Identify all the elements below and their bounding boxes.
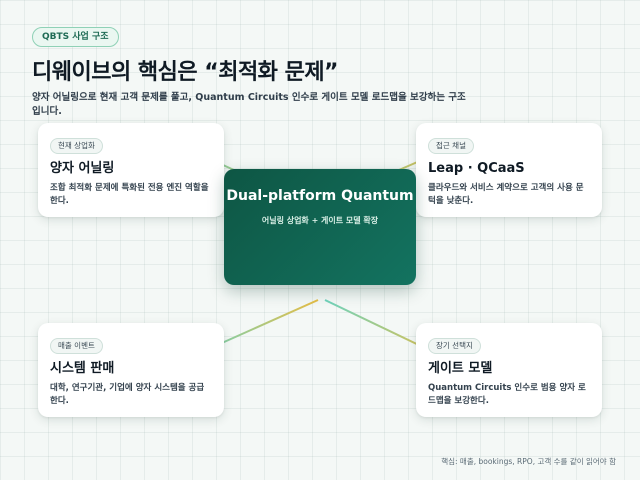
card-tag: 접근 채널 — [428, 138, 474, 154]
center-title: Dual-platform Quantum — [226, 188, 414, 204]
card-description: 대학, 연구기관, 기업에 양자 시스템을 공급한다. — [50, 383, 205, 406]
section-badge: QBTS 사업 구조 — [32, 27, 119, 47]
card-description: Quantum Circuits 인수로 범용 양자 로드맵을 보강한다. — [428, 383, 586, 406]
card-title: 양자 어닐링 — [50, 161, 115, 176]
card-description: 클라우드와 서비스 계약으로 고객의 사용 문턱을 낮춘다. — [428, 183, 584, 206]
center-subtitle: 어닐링 상업화 + 게이트 모델 확장 — [261, 216, 379, 225]
page-title: 디웨이브의 핵심은 “최적화 문제” — [32, 60, 339, 85]
card-system-sales: 매출 이벤트 시스템 판매 대학, 연구기관, 기업에 양자 시스템을 공급한다… — [38, 323, 224, 417]
card-leap-qcaas: 접근 채널 Leap · QCaaS 클라우드와 서비스 계약으로 고객의 사용… — [416, 123, 602, 217]
card-tag: 현재 상업화 — [50, 138, 103, 154]
card-title: 게이트 모델 — [428, 361, 493, 376]
card-description: 조합 최적화 문제에 특화된 전용 엔진 역할을 한다. — [50, 183, 209, 206]
card-gate-model: 장기 선택지 게이트 모델 Quantum Circuits 인수로 범용 양자… — [416, 323, 602, 417]
page-subtitle: 양자 어닐링으로 현재 고객 문제를 풀고, Quantum Circuits … — [32, 92, 466, 117]
card-title: 시스템 판매 — [50, 361, 115, 376]
card-title: Leap · QCaaS — [428, 161, 525, 176]
center-node: Dual-platform Quantum 어닐링 상업화 + 게이트 모델 확… — [224, 169, 416, 285]
card-tag: 매출 이벤트 — [50, 338, 103, 354]
footnote: 핵심: 매출, bookings, RPO, 고객 수를 같이 읽어야 함 — [441, 457, 616, 466]
card-annealing: 현재 상업화 양자 어닐링 조합 최적화 문제에 특화된 전용 엔진 역할을 한… — [38, 123, 224, 217]
card-tag: 장기 선택지 — [428, 338, 481, 354]
